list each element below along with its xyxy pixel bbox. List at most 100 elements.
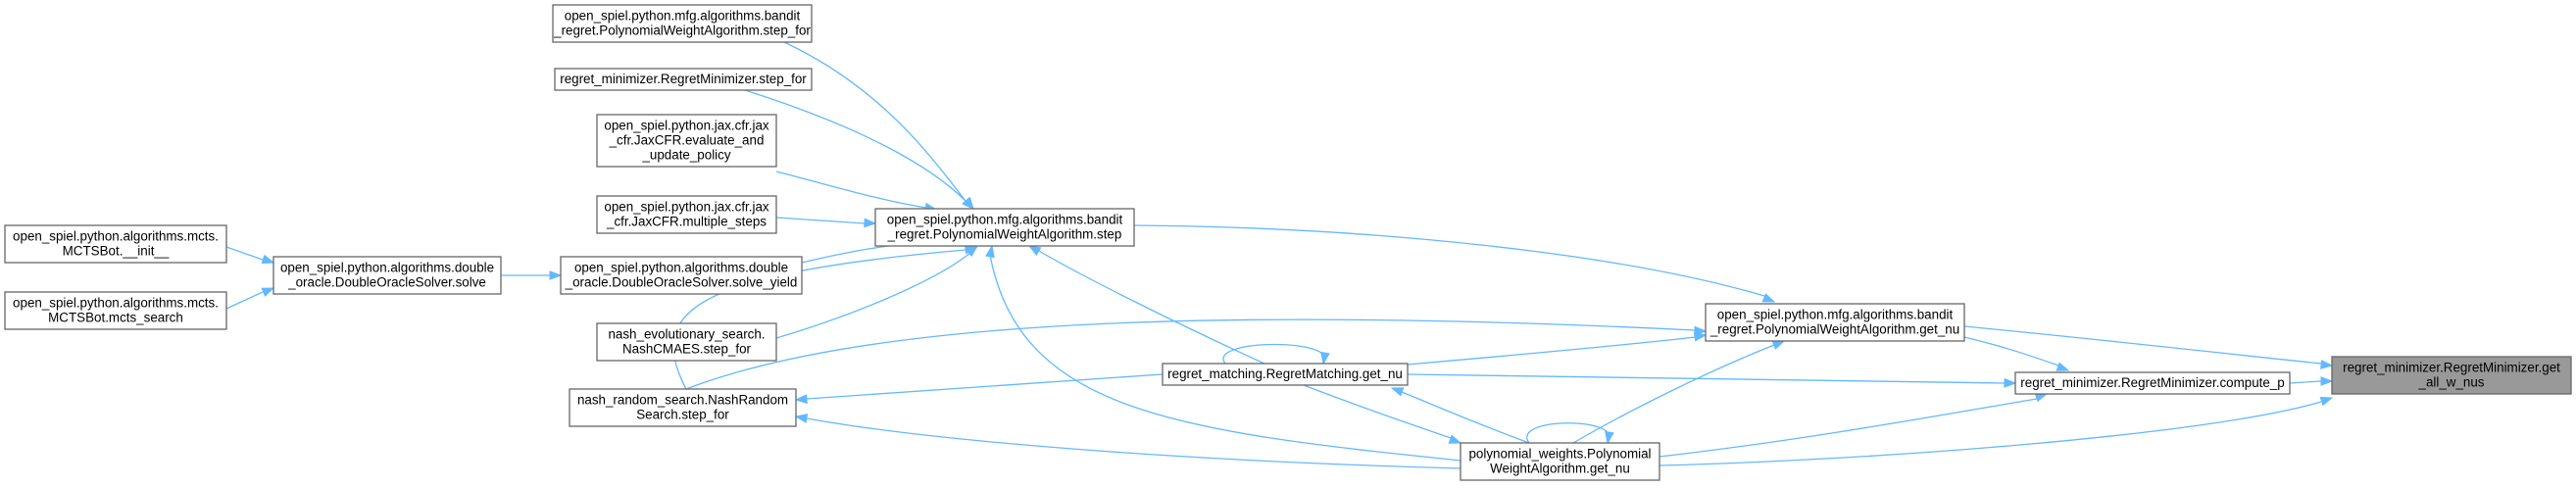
node-label-line: open_spiel.python.jax.cfr.jax [604,200,769,215]
node-box [569,388,797,427]
call-edge-mfg_step_for-to-mfg_step [783,41,966,202]
call-edge-jaxcfr_multi-to-mfg_step [775,217,866,224]
graph-node-dos_solve[interactable]: open_spiel.python.algorithms.double_orac… [272,256,502,295]
graph-node-nrs_step_for[interactable]: nash_random_search.NashRandomSearch.step… [569,388,797,427]
arrowhead-icon [1320,351,1330,366]
node-box [4,291,227,330]
arrowhead-icon [549,270,563,280]
graph-node-jaxcfr_multi[interactable]: open_spiel.python.jax.cfr.jax_cfr.JaxCFR… [596,195,777,234]
arrowhead-icon [964,244,978,255]
call-edge-nrs_step_for-to-mfg_get_nu [685,318,1696,390]
call-edge-mcts_search-to-dos_solve [225,291,264,310]
node-label-line: _update_policy [641,148,730,163]
node-label-line: nash_evolutionary_search. [608,327,765,342]
node-box [554,68,813,91]
graph-node-nes_step_for[interactable]: nash_evolutionary_search.NashCMAES.step_… [596,322,777,362]
graph-node-mfg_step[interactable]: open_spiel.python.mfg.algorithms.bandit_… [874,208,1135,247]
call-graph-nodes: regret_minimizer.RegretMinimizer.get_all… [4,4,2572,481]
call-edge-rm_get_nu-to-nrs_step_for [806,373,1164,400]
node-label-line: open_spiel.python.algorithms.mcts. [13,296,219,311]
node-box [1162,363,1409,386]
node-box [596,322,777,362]
node-label-line: Search.step_for [636,408,729,422]
node-label-line: nash_random_search.NashRandom [577,393,788,408]
call-edge-nes_step_for-to-mfg_step [775,252,971,339]
node-label-line: regret_minimizer.RegretMinimizer.get [2343,361,2560,375]
graph-node-rm_get_nu[interactable]: regret_matching.RegretMatching.get_nu [1162,363,1409,386]
node-label-line: _regret.PolynomialWeightAlgorithm.step_f… [553,24,811,38]
node-box [1460,442,1660,481]
node-label-line: _cfr.JaxCFR.multiple_steps [606,215,767,229]
node-label-line: open_spiel.python.mfg.algorithms.bandit [887,213,1123,227]
call-edge-rm_get_nu-to-compute_p [1407,373,2006,384]
call-edge-mfg_step-to-mfg_get_nu [1133,224,1765,297]
call-edge-jaxcfr_eval-to-mfg_step [775,171,927,209]
node-label-line: _oracle.DoubleOracleSolver.solve_yield [565,275,798,290]
node-box [1705,303,1965,342]
graph-node-mfg_get_nu[interactable]: open_spiel.python.mfg.algorithms.bandit_… [1705,303,1965,342]
node-box [560,256,803,295]
node-label-line: open_spiel.python.mfg.algorithms.bandit [565,9,801,24]
node-box [272,256,502,295]
node-label-line: regret_minimizer.RegretMinimizer.step_fo… [560,72,807,86]
node-box [2014,371,2291,395]
node-box [2331,356,2572,395]
arrowhead-icon [985,244,995,259]
graph-node-root[interactable]: regret_minimizer.RegretMinimizer.get_all… [2331,356,2572,395]
node-label-line: MCTSBot.__init__ [63,244,170,259]
node-box [874,208,1135,247]
call-edge-pw_get_nu-to-mfg_step [989,254,1461,462]
graph-node-compute_p[interactable]: regret_minimizer.RegretMinimizer.compute… [2014,371,2291,395]
call-edge-compute_p-to-root [2289,380,2322,384]
arrowhead-icon [261,254,275,265]
arrowhead-icon [1605,430,1614,445]
call-edge-rm_get_nu-to-rm_get_nu [1222,343,1326,365]
node-label-line: _oracle.DoubleOracleSolver.solve [287,275,486,290]
node-label-line: regret_matching.RegretMatching.get_nu [1167,366,1403,381]
arrowhead-icon [1448,434,1462,444]
call-edge-rm_get_nu-to-pw_get_nu [1303,384,1452,439]
call-edge-pw_get_nu-to-rm_get_nu [1401,391,1530,444]
graph-node-jaxcfr_eval[interactable]: open_spiel.python.jax.cfr.jax_cfr.JaxCFR… [596,114,777,168]
node-box [596,114,777,168]
arrowhead-icon [794,394,808,405]
node-label-line: open_spiel.python.algorithms.double [280,261,494,275]
call-edge-pw_get_nu-to-mfg_get_nu [1572,344,1775,444]
call-edge-rm_get_nu-to-mfg_step [1038,250,1265,365]
graph-node-dos_solve_yield[interactable]: open_spiel.python.algorithms.double_orac… [560,256,803,295]
graph-node-rmin_step_for[interactable]: regret_minimizer.RegretMinimizer.step_fo… [554,68,813,91]
arrowhead-icon [1694,325,1708,336]
call-edge-rmin_step_for-to-mfg_step [744,89,966,202]
node-box [552,4,813,43]
node-label-line: _cfr.JaxCFR.evaluate_and [609,133,765,148]
arrowhead-icon [2004,377,2017,388]
arrowhead-icon [2320,360,2334,369]
graph-node-mcts_search[interactable]: open_spiel.python.algorithms.mcts.MCTSBo… [4,291,227,330]
graph-node-pw_get_nu[interactable]: polynomial_weights.PolynomialWeightAlgor… [1460,442,1660,481]
call-edge-pw_get_nu-to-nrs_step_for [806,417,1461,469]
arrowhead-icon [2320,376,2334,386]
graph-node-mcts_init[interactable]: open_spiel.python.algorithms.mcts.MCTSBo… [4,224,227,264]
node-label-line: _regret.PolynomialWeightAlgorithm.step [887,227,1122,242]
arrowhead-icon [2056,362,2070,371]
call-graph-edges [225,41,2334,469]
arrowhead-icon [2319,396,2334,407]
node-label-line: open_spiel.python.algorithms.double [574,261,788,275]
graph-node-mfg_step_for[interactable]: open_spiel.python.mfg.algorithms.bandit_… [552,4,813,43]
call-edge-rm_get_nu-to-mfg_get_nu [1407,336,1697,366]
node-label-line: open_spiel.python.mfg.algorithms.bandit [1717,308,1954,322]
node-label-line: NashCMAES.step_for [622,342,752,357]
node-label-line: _all_w_nus [2418,375,2485,390]
call-edge-mfg_get_nu-to-compute_p [1963,336,2059,366]
arrowhead-icon [1771,340,1786,350]
node-box [596,195,777,234]
node-label-line: polynomial_weights.Polynomial [1468,447,1651,462]
arrowhead-icon [261,287,275,297]
node-label-line: MCTSBot.mcts_search [48,311,183,325]
arrowhead-icon [1390,387,1405,397]
call-edge-pw_get_nu-to-root [1659,401,2322,466]
arrowhead-icon [1761,293,1776,303]
call-edge-mfg_get_nu-to-root [1963,325,2322,365]
call-edge-pw_get_nu-to-pw_get_nu [1526,422,1610,444]
